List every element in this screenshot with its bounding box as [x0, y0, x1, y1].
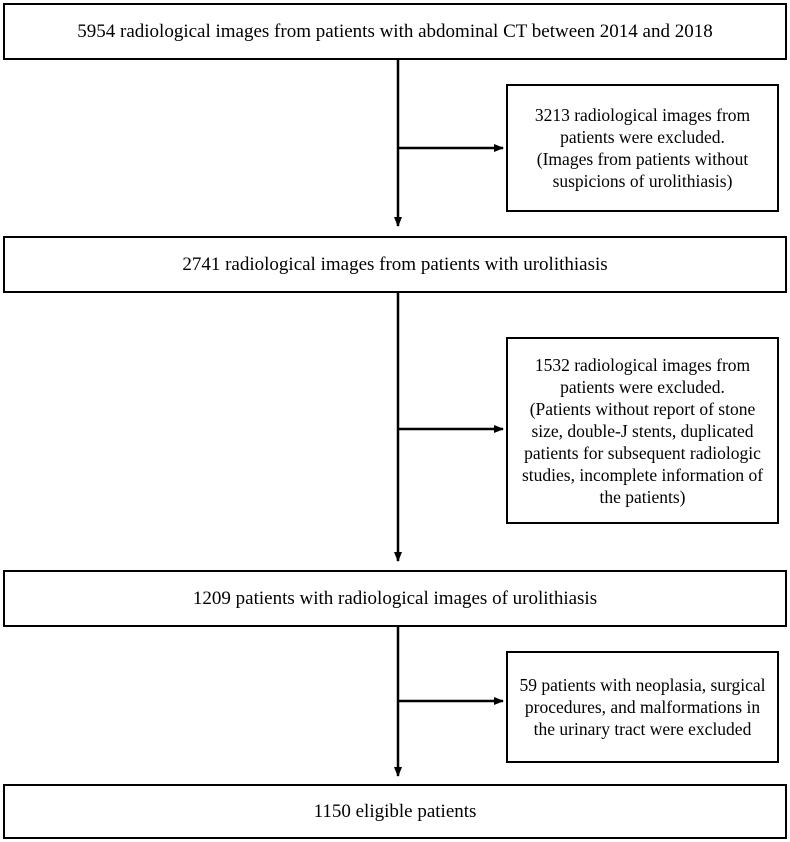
- exclusion-reason-no-suspicion: (Images from patients without suspicions…: [536, 149, 749, 191]
- step-box-urolithiasis-images: 2741 radiological images from patients w…: [3, 236, 787, 293]
- exclusion-text-neoplasia: 59 patients with neoplasia, surgical pro…: [516, 674, 769, 740]
- exclusion-count-neoplasia: 59 patients with neoplasia, surgical pro…: [519, 675, 766, 739]
- step-text-eligible-patients: 1150 eligible patients: [313, 800, 477, 822]
- exclusion-count-incomplete-data: 1532 radiological images from patients w…: [534, 354, 751, 397]
- step-text-patients-urolithiasis: 1209 patients with radiological images o…: [192, 587, 598, 609]
- step-text-urolithiasis-images: 2741 radiological images from patients w…: [182, 253, 608, 275]
- step-text-initial-images: 5954 radiological images from patients w…: [77, 20, 713, 42]
- exclusion-box-incomplete-data: 1532 radiological images from patients w…: [506, 337, 779, 524]
- exclusion-reason-incomplete-data: (Patients without report of stone size, …: [521, 398, 764, 507]
- exclusion-count-no-suspicion: 3213 radiological images from patients w…: [534, 105, 751, 147]
- exclusion-box-neoplasia: 59 patients with neoplasia, surgical pro…: [506, 651, 779, 763]
- exclusion-text-incomplete-data: 1532 radiological images from patients w…: [516, 354, 769, 508]
- step-box-patients-urolithiasis: 1209 patients with radiological images o…: [3, 570, 787, 627]
- step-box-eligible-patients: 1150 eligible patients: [3, 784, 787, 839]
- exclusion-box-no-suspicion: 3213 radiological images from patients w…: [506, 84, 779, 212]
- step-box-initial-images: 5954 radiological images from patients w…: [3, 3, 787, 60]
- exclusion-text-no-suspicion: 3213 radiological images from patients w…: [516, 104, 769, 192]
